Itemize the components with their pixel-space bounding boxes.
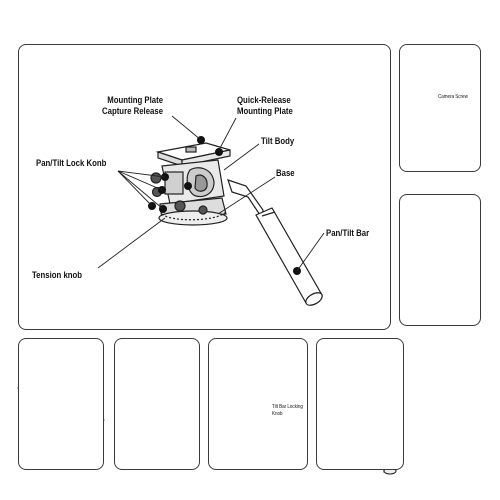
pan-rotation-panel: [18, 338, 104, 470]
camera-screw-panel: [399, 44, 481, 172]
label-tilt-body: Tilt Body: [261, 136, 294, 147]
label-tension-knob: Tension knob: [32, 270, 82, 281]
label-pan-tilt-lock-knob: Pan/Tilt Lock Konb: [36, 158, 106, 169]
label-bar-locking-knob-text: Tilt Bar Locking Knob: [272, 404, 303, 417]
label-bar-locking-knob: Tilt Bar Locking Knob: [272, 404, 303, 418]
label-mounting-plate-capture-release: Mounting Plate Capture Release: [102, 95, 163, 117]
fluid-head-shape: [150, 142, 231, 226]
tripod-panel: [399, 194, 481, 326]
bar-locking-panel: [208, 338, 308, 470]
label-tilt-body-text: Tilt Body: [261, 136, 295, 147]
label-tension-knob-text: Tension knob: [32, 270, 83, 281]
label-base: Base: [276, 168, 295, 179]
label-mounting-plate-line1: Mounting Plate Capture Release: [102, 95, 164, 117]
label-quick-release-mounting-plate: Quick-Release Mounting Plate: [237, 95, 293, 117]
pan-bar-detail-panel: [316, 338, 404, 470]
label-pan-tilt-bar-text: Pan/Tilt Bar: [326, 228, 370, 239]
label-quick-release-text: Quick-Release Mounting Plate: [237, 95, 293, 117]
label-base-text: Base: [276, 168, 295, 179]
tilt-rotation-panel: [114, 338, 200, 470]
label-pan-tilt-lock-knob-text: Pan/Tilt Lock Konb: [36, 158, 107, 169]
pan-tilt-bar-shape: [227, 179, 323, 306]
label-camera-screw: Camera Screw: [438, 94, 468, 101]
label-pan-tilt-bar: Pan/Tilt Bar: [326, 228, 369, 239]
leader-lines: [97, 115, 325, 272]
label-camera-screw-text: Camera Screw: [438, 94, 468, 100]
